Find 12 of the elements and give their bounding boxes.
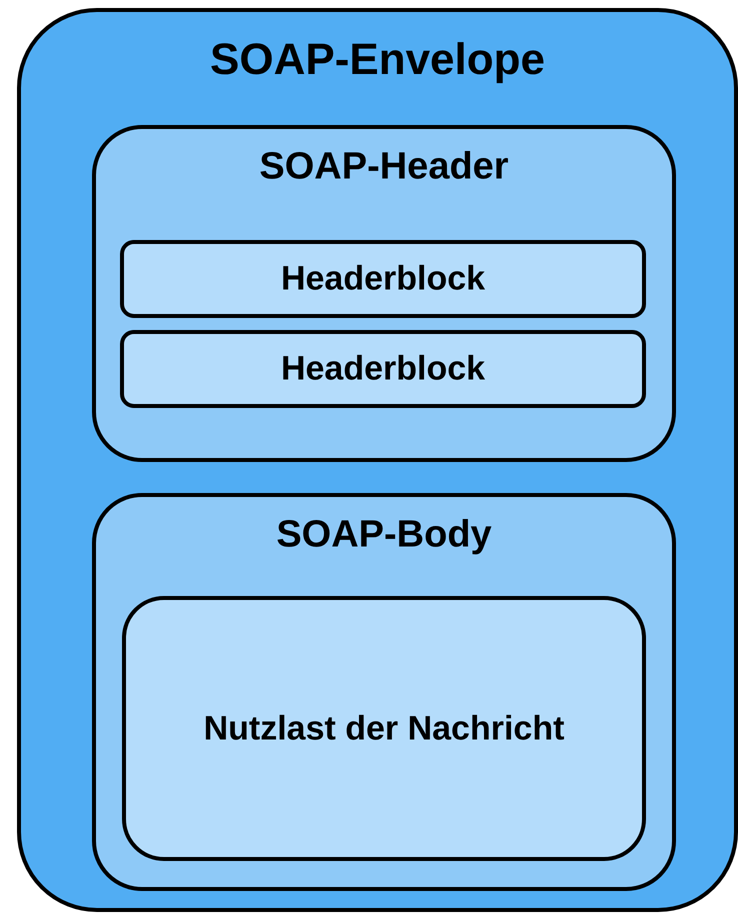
box-title: Headerblock — [280, 260, 486, 298]
payload-box — [122, 596, 646, 861]
envelope-box — [17, 8, 738, 912]
box-title: SOAP-Envelope — [210, 35, 545, 85]
box-title: SOAP-Header — [259, 146, 509, 188]
box-title: Headerblock — [280, 350, 486, 388]
box-title: SOAP-Body — [276, 514, 492, 556]
header-block-box — [120, 240, 646, 318]
box-title: Nutzlast der Nachricht — [204, 709, 564, 748]
header-box — [92, 125, 676, 462]
header-block-box — [120, 330, 646, 408]
body-box — [92, 493, 676, 891]
